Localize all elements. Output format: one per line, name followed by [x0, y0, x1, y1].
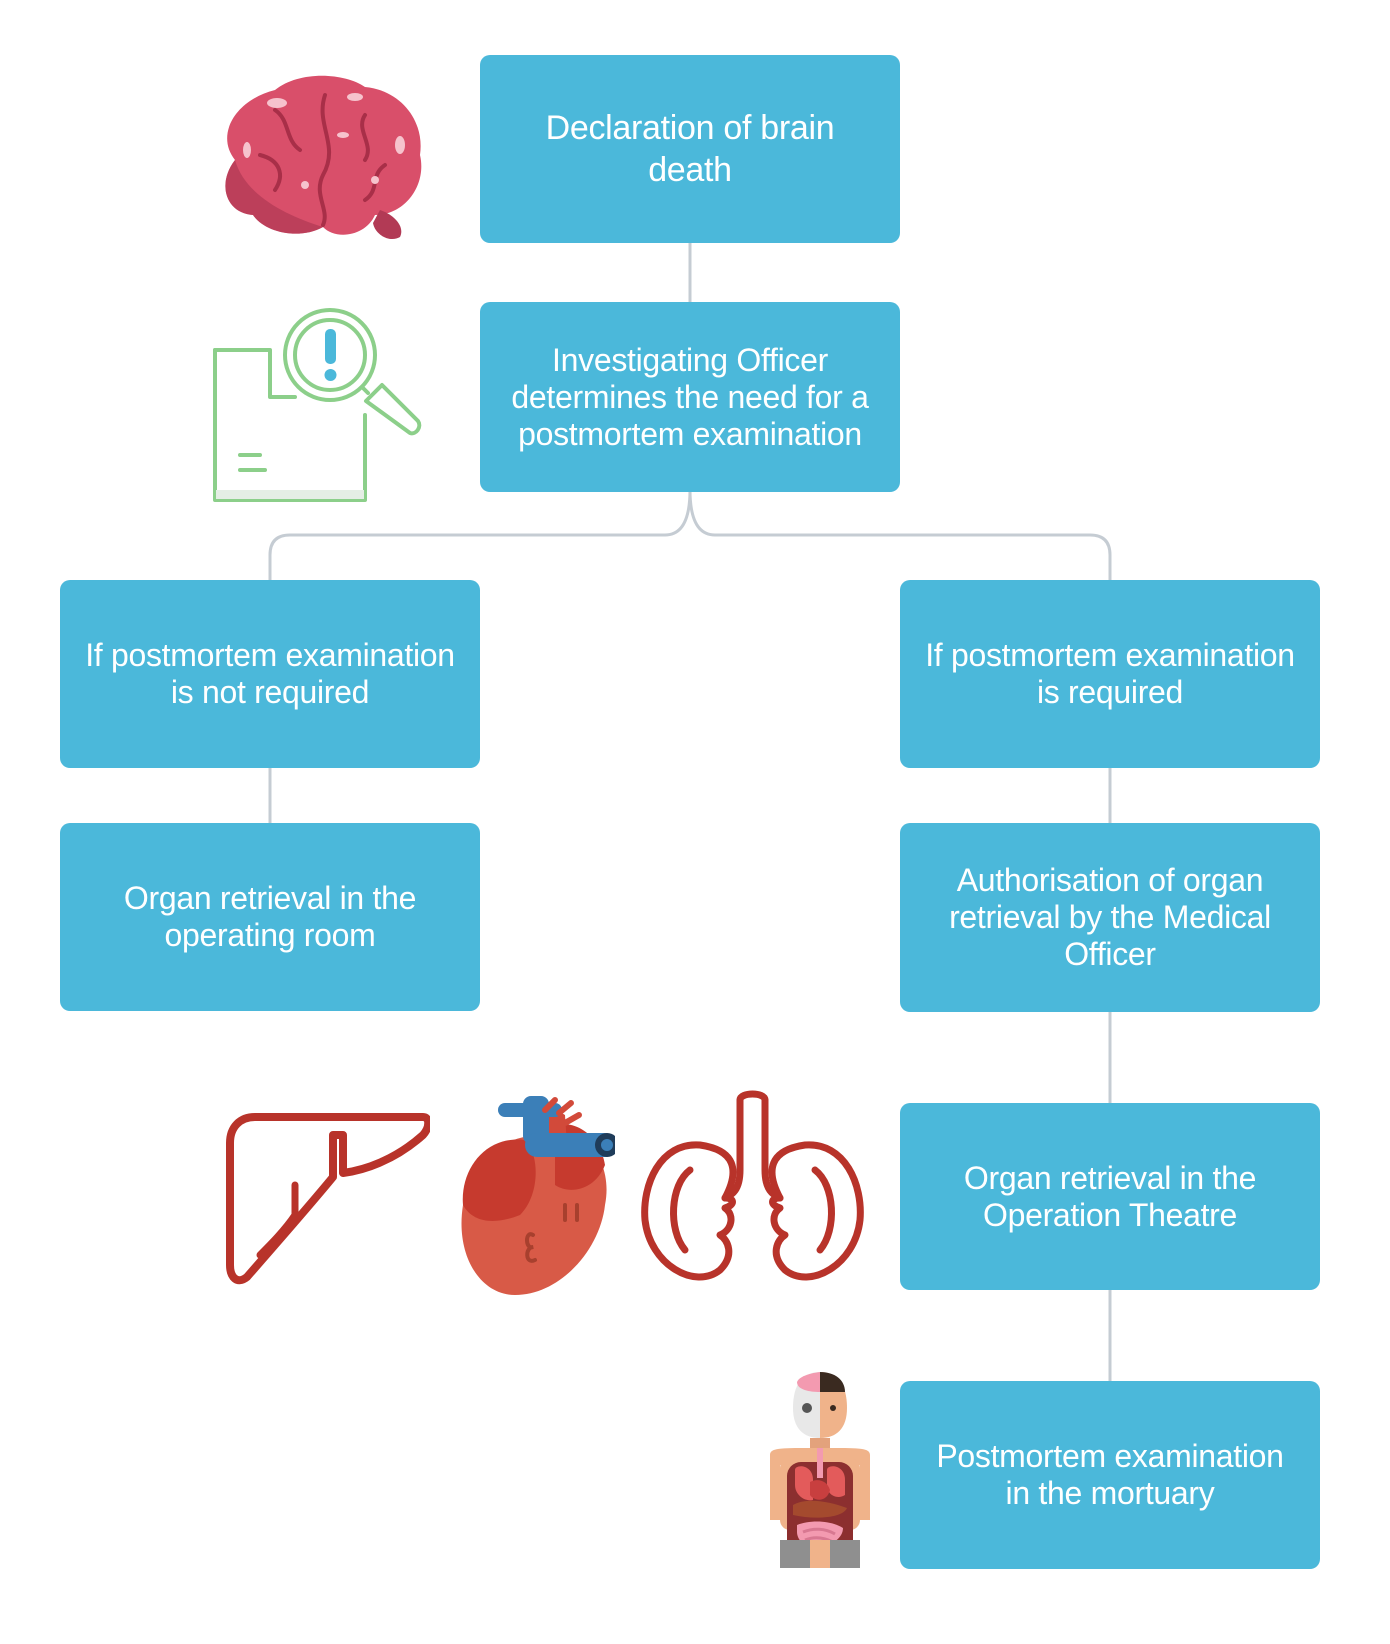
node-label: Organ retrieval in the operating room: [123, 880, 417, 953]
node-authorisation: Authorisation of organ retrieval by the …: [900, 823, 1320, 1012]
node-brain-death: Declaration of brain death: [480, 55, 900, 243]
node-label: Investigating Officer determines the nee…: [511, 341, 869, 452]
node-label: If postmortem examination is required: [925, 637, 1295, 710]
brain-icon: [225, 75, 422, 240]
node-required: If postmortem examination is required: [900, 580, 1320, 768]
node-label: Organ retrieval in the Operation Theatre: [963, 1159, 1257, 1233]
node-label: If postmortem examination is not require…: [85, 637, 455, 710]
edge-investigating-branch: [268, 488, 1112, 582]
document-search-icon: [213, 308, 422, 502]
node-label: Declaration of brain death: [545, 109, 835, 189]
node-investigating-officer: Investigating Officer determines the nee…: [480, 302, 900, 492]
node-not-required: If postmortem examination is not require…: [60, 580, 480, 768]
human-anatomy-icon: [770, 1372, 870, 1568]
node-label: Authorisation of organ retrieval by the …: [949, 862, 1271, 972]
node-retrieval-operating-room: Organ retrieval in the operating room: [60, 823, 480, 1011]
kidneys-icon: [641, 1090, 864, 1281]
node-retrieval-operation-theatre: Organ retrieval in the Operation Theatre: [900, 1103, 1320, 1290]
liver-icon: [226, 1113, 430, 1285]
heart-icon: [461, 1096, 615, 1295]
node-label: Postmortem examination in the mortuary: [936, 1438, 1284, 1511]
node-postmortem-mortuary: Postmortem examination in the mortuary: [900, 1381, 1320, 1569]
